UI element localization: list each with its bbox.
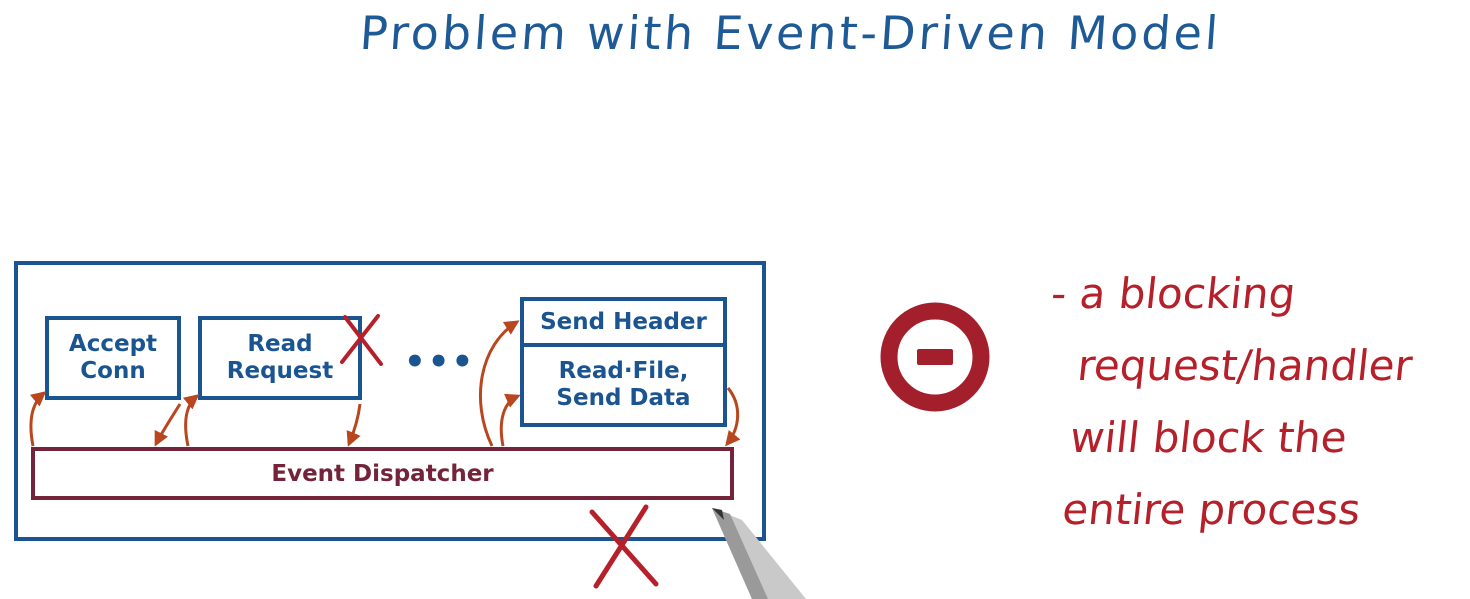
read-request-label-line2: Request	[226, 358, 334, 384]
arrow-accept-to-dispatch	[154, 403, 182, 447]
read-file-send-data-handler: Read·File, Send Data	[520, 343, 727, 427]
more-handlers-ellipsis: •••	[404, 342, 476, 382]
annotation-line: will block the	[1067, 413, 1350, 462]
arrow-read-file-to-dispatch	[725, 387, 741, 447]
arrow-dispatch-to-read-file	[499, 393, 521, 447]
read-file-label-line1: Read·File,	[558, 358, 689, 384]
x-mark-icon	[589, 504, 659, 589]
arrow-dispatch-to-send-header	[479, 320, 520, 447]
arrow-dispatch-to-accept	[29, 391, 47, 447]
accept-conn-label-line1: Accept	[68, 331, 158, 357]
read-file-label-line2: Send Data	[556, 385, 691, 411]
event-dispatcher: Event Dispatcher	[31, 447, 734, 500]
x-mark-icon	[340, 314, 383, 366]
read-request-label-line1: Read	[247, 331, 313, 357]
arrow-read-request-to-dispatch	[346, 403, 362, 447]
annotation-line: entire process	[1060, 485, 1363, 534]
minus-circle-icon	[880, 302, 990, 412]
read-request-handler: Read Request	[198, 316, 362, 400]
event-driven-process-frame	[14, 261, 766, 541]
arrow-dispatch-to-read-request	[182, 394, 200, 447]
drawback-annotation: - a blocking request/handler will block …	[1025, 258, 1423, 546]
send-header-label: Send Header	[540, 308, 707, 335]
accept-conn-label-line2: Conn	[80, 358, 146, 384]
annotation-line: - a blocking	[1048, 269, 1298, 318]
pen-tip-icon	[712, 508, 806, 599]
annotation-line: request/handler	[1075, 341, 1415, 390]
accept-conn-handler: Accept Conn	[45, 316, 181, 400]
